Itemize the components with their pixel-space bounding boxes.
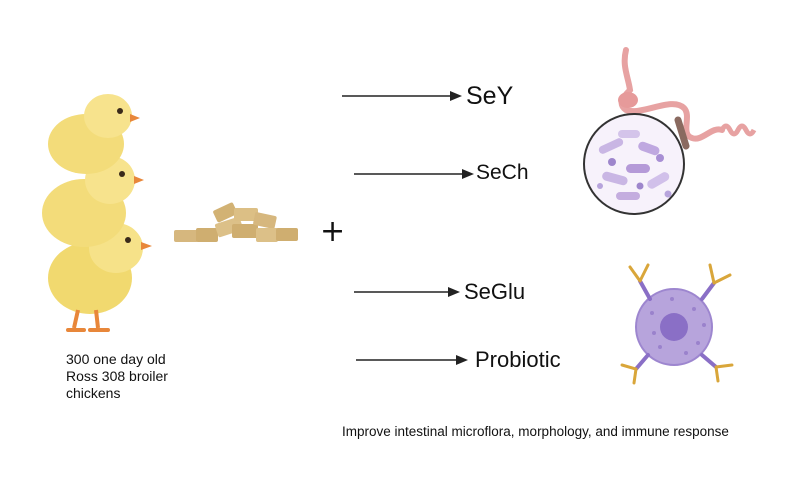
- arrow-sey: [342, 91, 462, 101]
- chickens-caption-line-1: 300 one day old: [66, 351, 166, 367]
- arrow-seglu: [354, 287, 460, 297]
- treatment-label-seglu: SeGlu: [464, 279, 526, 304]
- antibody-top-left: [628, 263, 652, 301]
- bacteria-cluster: [597, 130, 672, 200]
- chick-top: [48, 94, 140, 174]
- treatment-label-sey: SeY: [466, 82, 514, 110]
- feed-pellets-icon: [174, 202, 298, 242]
- treatment-label-sech: SeCh: [476, 161, 529, 184]
- plus-sign: +: [320, 214, 346, 249]
- treatment-label-probiotic: Probiotic: [475, 347, 561, 372]
- antibody-bottom-right: [700, 353, 734, 383]
- chickens-caption: 300 one day old Ross 308 broiler chicken…: [66, 351, 168, 402]
- chickens-caption-line-3: chickens: [66, 385, 121, 401]
- arrow-probiotic: [356, 355, 468, 365]
- chick-stack-icon: [42, 94, 152, 332]
- antibody-top-right: [700, 263, 732, 301]
- arrow-sech: [354, 169, 474, 179]
- outcome-text: Improve intestinal microflora, morpholog…: [342, 424, 729, 439]
- intestine-microflora-icon: [583, 47, 757, 215]
- antibody-bottom-left: [620, 353, 650, 385]
- immune-cell-antibody-icon: [620, 263, 734, 385]
- chickens-caption-line-2: Ross 308 broiler: [66, 368, 168, 384]
- chick-middle: [42, 156, 144, 247]
